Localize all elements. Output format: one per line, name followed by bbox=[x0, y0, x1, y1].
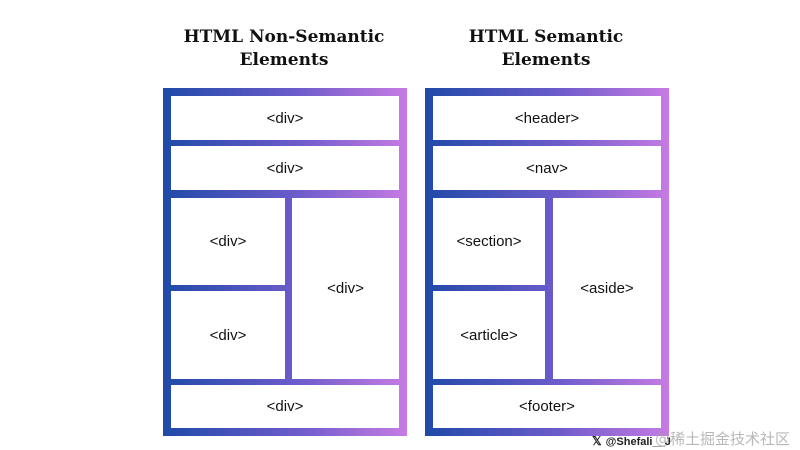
author-handle: @Shefali__J bbox=[605, 436, 671, 448]
semantic-layout-frame: <header> <nav> <section> <article> <asid… bbox=[425, 88, 669, 436]
non-semantic-box-top: <div> bbox=[171, 96, 399, 140]
semantic-title-line1: HTML Semantic bbox=[468, 27, 624, 47]
nav-box: <nav> bbox=[433, 146, 661, 190]
non-semantic-box-bottom: <div> bbox=[171, 385, 399, 428]
aside-box: <aside> bbox=[553, 198, 661, 379]
non-semantic-box-second: <div> bbox=[171, 146, 399, 190]
semantic-title: HTML Semantic Elements bbox=[416, 26, 676, 72]
x-logo-icon: 𝕏 bbox=[592, 434, 602, 448]
non-semantic-box-middle-left-bottom: <div> bbox=[171, 291, 285, 379]
author-credit: 𝕏@Shefali__J bbox=[592, 434, 671, 448]
non-semantic-box-middle-left-top: <div> bbox=[171, 198, 285, 285]
watermark-text: @稀土掘金技术社区 bbox=[654, 430, 790, 448]
footer-box: <footer> bbox=[433, 385, 661, 428]
non-semantic-box-middle-right: <div> bbox=[292, 198, 399, 379]
header-box: <header> bbox=[433, 96, 661, 140]
non-semantic-layout-frame: <div> <div> <div> <div> <div> <div> bbox=[163, 88, 407, 436]
article-box: <article> bbox=[433, 291, 545, 379]
non-semantic-title: HTML Non-Semantic Elements bbox=[154, 26, 414, 72]
semantic-title-line2: Elements bbox=[501, 50, 591, 70]
non-semantic-title-line1: HTML Non-Semantic bbox=[183, 27, 385, 47]
non-semantic-title-line2: Elements bbox=[239, 50, 329, 70]
section-box: <section> bbox=[433, 198, 545, 285]
